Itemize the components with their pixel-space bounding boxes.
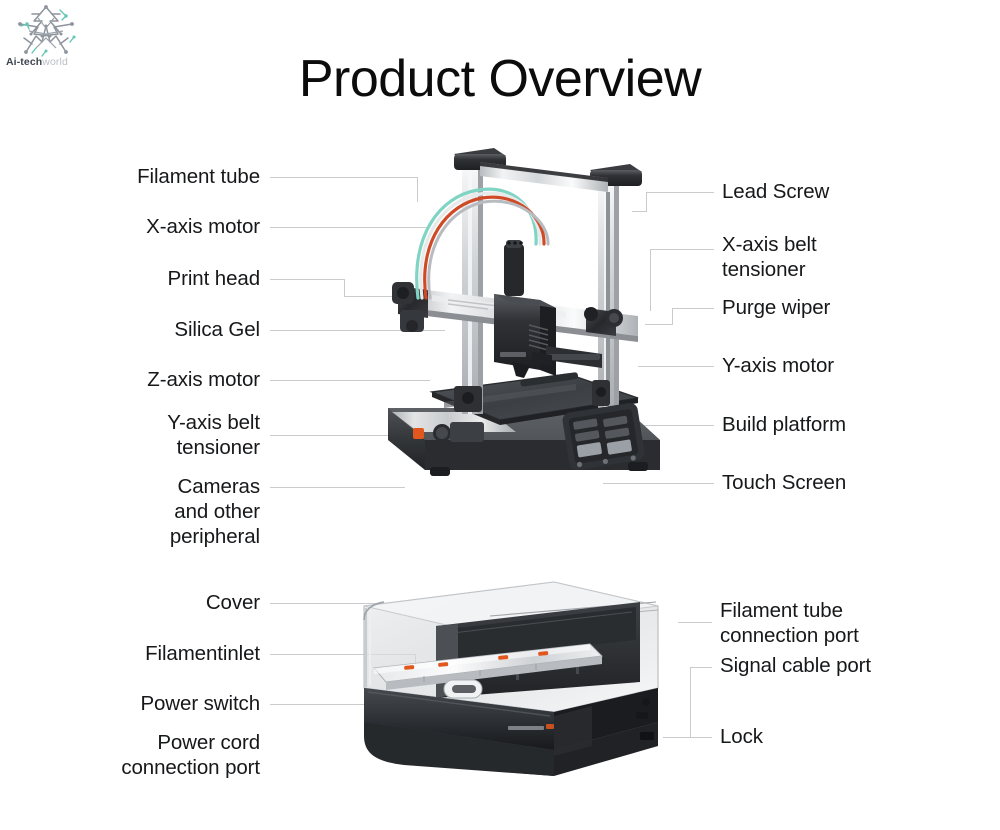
wordmark-bold: Ai-tech <box>6 56 43 68</box>
callout-label-x-axis-belt-tensioner: X-axis belt tensioner <box>722 233 817 281</box>
callout-label-filament-tube: Filament tube <box>137 165 260 188</box>
callout-label-lock: Lock <box>720 725 763 748</box>
leader-line-purge-wiper-drop <box>672 308 673 325</box>
leader-line-filament-tube <box>270 177 418 178</box>
leader-line-lock <box>663 737 712 738</box>
callout-label-print-head: Print head <box>167 267 261 290</box>
callout-label-lead-screw: Lead Screw <box>722 180 830 203</box>
leader-line-print-head-drop <box>344 279 345 297</box>
leader-line-print-head-2 <box>344 296 419 297</box>
callout-label-cameras-and-other-peripheral: Cameras and other peripheral <box>169 475 260 548</box>
leader-line-lead-screw-drop <box>646 192 647 211</box>
leader-line-silica-gel <box>270 330 445 331</box>
wordmark-light: world <box>42 56 68 68</box>
leader-line-purge-wiper <box>672 308 714 309</box>
callout-label-touch-screen: Touch Screen <box>722 471 847 494</box>
leader-line-cover <box>270 603 398 604</box>
leader-line-cameras <box>270 487 405 488</box>
leader-line-filament-tube-connection-port <box>678 622 712 623</box>
callout-label-signal-cable-port: Signal cable port <box>720 654 872 677</box>
callout-label-silica-gel: Silica Gel <box>174 318 260 341</box>
leader-line-z-axis-motor <box>270 380 430 381</box>
leader-line-lead-screw-2 <box>632 211 647 212</box>
callout-label-power-switch: Power switch <box>140 692 260 715</box>
callout-label-build-platform: Build platform <box>722 413 846 436</box>
callout-label-purge-wiper: Purge wiper <box>722 296 831 319</box>
leader-line-filament-tube-drop <box>417 177 418 202</box>
leader-line-y-axis-motor <box>638 366 714 367</box>
callout-label-y-axis-belt-tensioner: Y-axis belt tensioner <box>167 411 260 459</box>
leader-line-y-axis-belt-tensioner <box>270 435 425 436</box>
callout-label-filament-inlet: Filamentinlet <box>145 642 260 665</box>
leader-line-signal-cable-port-drop <box>690 667 691 738</box>
callout-label-x-axis-motor: X-axis motor <box>146 215 260 238</box>
leader-line-filament-inlet <box>270 654 416 655</box>
brand-wordmark: Ai-techworld <box>6 56 92 68</box>
leader-line-x-axis-motor <box>270 227 430 228</box>
callout-label-z-axis-motor: Z-axis motor <box>147 368 260 391</box>
callout-label-y-axis-motor: Y-axis motor <box>722 354 834 377</box>
leader-line-touch-screen <box>603 483 714 484</box>
fdm-3d-printer-illustration <box>370 140 670 500</box>
leader-line-x-axis-belt-tensioner <box>650 249 714 250</box>
brand-logo: Ai-techworld <box>6 4 92 78</box>
circuit-star-logo-icon <box>12 4 80 60</box>
callout-label-power-cord-connection-port: Power cord connection port <box>121 731 260 779</box>
page-title: Product Overview <box>298 50 702 108</box>
leader-line-signal-cable-port <box>690 667 712 668</box>
leader-line-x-axis-belt-tensioner-drop <box>650 249 651 311</box>
filament-dryer-box-illustration <box>340 570 680 785</box>
callout-label-cover: Cover <box>205 591 260 614</box>
leader-line-lead-screw <box>646 192 714 193</box>
leader-line-purge-wiper-2 <box>645 324 673 325</box>
leader-line-build-platform <box>640 425 714 426</box>
leader-line-power-switch <box>270 704 372 705</box>
leader-line-print-head <box>270 279 345 280</box>
callout-label-filament-tube-connection-port: Filament tube connection port <box>720 599 859 647</box>
